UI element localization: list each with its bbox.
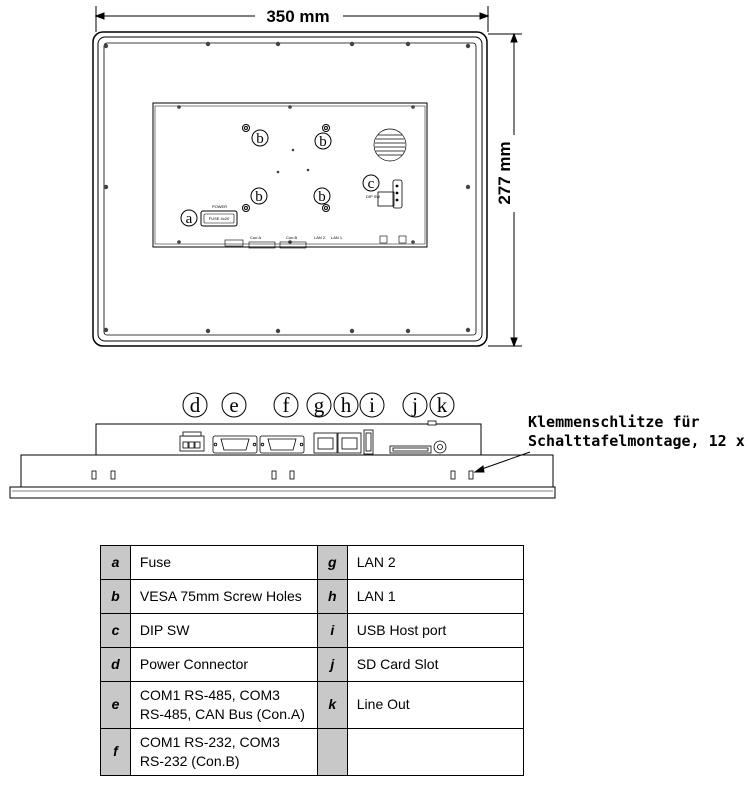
height-dimension bbox=[488, 32, 522, 348]
note-line-2: Schalttafelmontage, 12 x bbox=[528, 432, 745, 450]
callout-j-letter: j bbox=[411, 393, 418, 417]
legend-key: k bbox=[316, 681, 348, 729]
usb-port-graphic bbox=[363, 429, 374, 455]
callout-d-letter: d bbox=[190, 393, 201, 417]
legend-key: d bbox=[100, 647, 131, 682]
legend-row: c DIP SW i USB Host port bbox=[100, 613, 525, 648]
callout-b-top-right: b bbox=[314, 132, 332, 150]
callout-b1-letter: b bbox=[256, 131, 264, 147]
callout-k-letter: k bbox=[437, 393, 448, 417]
callout-g-letter: g bbox=[314, 393, 325, 417]
legend-key: g bbox=[316, 545, 348, 580]
height-label: 277 mm bbox=[495, 141, 514, 204]
note-leader bbox=[473, 451, 531, 473]
rear-panel bbox=[92, 31, 488, 347]
callout-b-bottom-right: b bbox=[313, 187, 331, 205]
callout-i-letter: i bbox=[369, 393, 375, 417]
callout-c: c bbox=[362, 174, 380, 192]
callout-a-letter: a bbox=[186, 211, 193, 227]
legend-description: DIP SW bbox=[129, 613, 318, 648]
callout-h-letter: h bbox=[341, 393, 352, 417]
legend-description: COM1 RS-485, COM3 RS-485, CAN Bus (Con.A… bbox=[129, 681, 318, 729]
vesa-holes bbox=[242, 124, 330, 212]
callout-b-top-left: b bbox=[251, 129, 269, 147]
legend-description: Power Connector bbox=[129, 647, 318, 682]
legend-description: VESA 75mm Screw Holes bbox=[129, 579, 318, 614]
housing-screws bbox=[177, 105, 415, 244]
callout-b3-letter: b bbox=[255, 189, 263, 205]
legend-description: LAN 1 bbox=[346, 579, 525, 614]
lan1-small-label: LAN 1 bbox=[331, 235, 343, 240]
callout-b4-letter: b bbox=[318, 189, 326, 205]
legend-description-empty bbox=[346, 727, 525, 776]
legend-key: j bbox=[316, 647, 348, 682]
legend-description: Line Out bbox=[346, 681, 525, 729]
legend-table: a Fuse g LAN 2 b VESA 75mm Screw Holes h… bbox=[100, 545, 525, 776]
legend-description: LAN 2 bbox=[346, 545, 525, 580]
legend-row: d Power Connector j SD Card Slot bbox=[100, 647, 525, 682]
callout-g: g bbox=[306, 392, 332, 418]
lan2-small-label: LAN 2 bbox=[314, 235, 326, 240]
technical-drawing: 350 mm 277 mm bbox=[9, 6, 745, 499]
line-out-graphic bbox=[433, 440, 447, 454]
legend-key: h bbox=[316, 579, 348, 614]
legend-key: b bbox=[100, 579, 131, 614]
lan-ports-graphic bbox=[313, 432, 362, 454]
legend-description: Fuse bbox=[129, 545, 318, 580]
legend-description: COM1 RS-232, COM3 RS-232 (Con.B) bbox=[129, 727, 318, 776]
callout-e-letter: e bbox=[229, 393, 238, 417]
legend-row: f COM1 RS-232, COM3 RS-232 (Con.B) bbox=[100, 727, 525, 776]
dip-sw-small-label: DIP SW bbox=[366, 194, 380, 199]
callout-e: e bbox=[221, 392, 247, 418]
side-view bbox=[9, 423, 556, 499]
note-line-1: Klemmenschlitze für bbox=[528, 413, 700, 431]
com-connector-a-graphic bbox=[212, 435, 258, 454]
con-a-small-label: Con.A bbox=[250, 235, 261, 240]
con-b-small-label: Con.B bbox=[286, 235, 297, 240]
legend-row: b VESA 75mm Screw Holes h LAN 1 bbox=[100, 579, 525, 614]
legend-key: f bbox=[100, 727, 131, 776]
legend-row: e COM1 RS-485, COM3 RS-485, CAN Bus (Con… bbox=[100, 681, 525, 729]
callout-h: h bbox=[333, 392, 359, 418]
side-view-slots bbox=[91, 470, 474, 480]
vent-grille bbox=[373, 128, 407, 162]
width-label: 350 mm bbox=[266, 7, 329, 26]
bottom-connector-outlines bbox=[224, 235, 407, 249]
callout-d: d bbox=[182, 392, 208, 418]
com-connector-b-graphic bbox=[259, 435, 305, 454]
dip-switch-graphic bbox=[377, 179, 403, 209]
callout-f-letter: f bbox=[283, 393, 290, 417]
power-small-label: POWER bbox=[212, 204, 227, 209]
legend-key: e bbox=[100, 681, 131, 729]
legend-key-empty bbox=[316, 727, 348, 776]
sd-slot-graphic bbox=[389, 420, 437, 454]
legend-description: USB Host port bbox=[346, 613, 525, 648]
legend-row: a Fuse g LAN 2 bbox=[100, 545, 525, 580]
callout-f: f bbox=[273, 392, 299, 418]
callout-a: a bbox=[180, 209, 198, 227]
callout-b2-letter: b bbox=[319, 134, 327, 150]
power-connector-graphic bbox=[179, 431, 205, 452]
callout-i: i bbox=[359, 392, 385, 418]
inner-housing bbox=[152, 102, 428, 248]
callout-j: j bbox=[402, 392, 428, 418]
callout-k: k bbox=[429, 392, 455, 418]
panel-clip-holes bbox=[103, 41, 471, 334]
fuse-box-label: FUSE 4x20 bbox=[209, 216, 230, 221]
fuse-holder bbox=[200, 210, 238, 227]
callout-b-bottom-left: b bbox=[250, 187, 268, 205]
legend-key: a bbox=[100, 545, 131, 580]
legend-description: SD Card Slot bbox=[346, 647, 525, 682]
callout-c-letter: c bbox=[368, 176, 375, 192]
width-dimension bbox=[94, 6, 490, 32]
legend-key: i bbox=[316, 613, 348, 648]
legend-key: c bbox=[100, 613, 131, 648]
